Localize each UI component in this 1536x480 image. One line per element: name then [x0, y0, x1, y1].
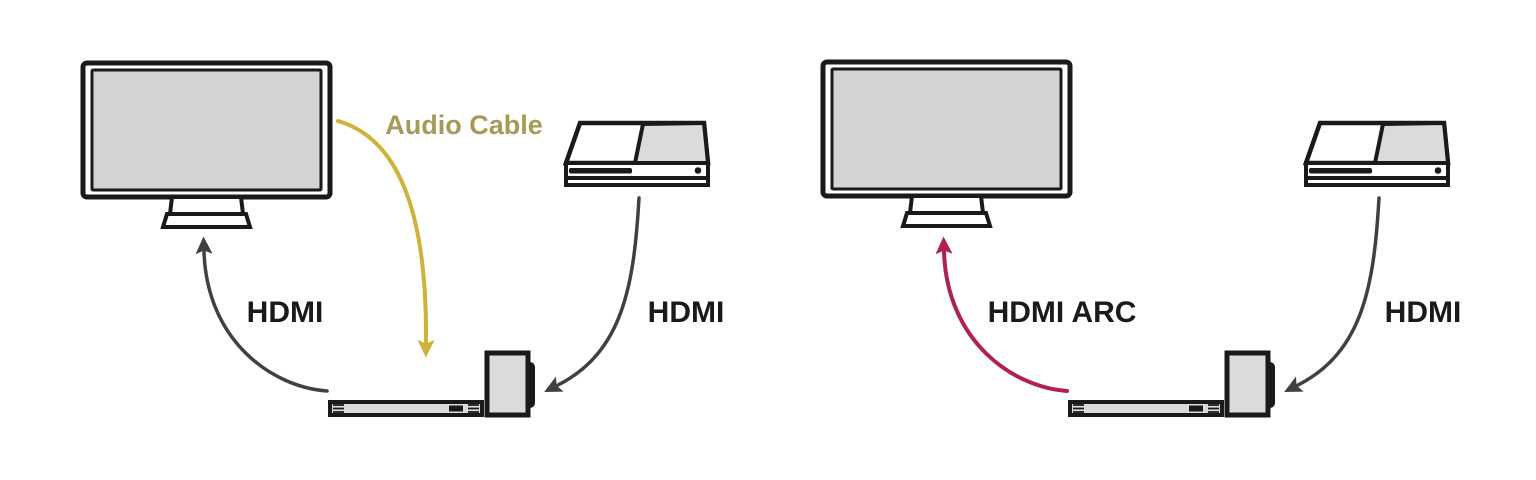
hdmi-label-player-left: HDMI	[648, 296, 725, 329]
hdmi-label-tv-left: HDMI	[247, 296, 324, 329]
hdmi-player-to-soundbar-arrow	[544, 196, 641, 393]
hdmi-soundbar-to-tv-arrow	[195, 236, 329, 393]
hdmi-label-player-right: HDMI	[1385, 296, 1462, 329]
audio-cable-arrow	[336, 119, 435, 358]
hdmi-arc-label: HDMI ARC	[988, 296, 1137, 329]
media-player-icon	[1306, 123, 1448, 185]
hdmi-player-to-soundbar-arrow	[1284, 196, 1381, 393]
media-player-icon	[566, 123, 708, 185]
audio-cable-setup: Audio Cable HDMI HDMI	[83, 63, 724, 415]
hdmi-arc-setup: HDMI ARC HDMI	[823, 62, 1461, 415]
hdmi-arc-soundbar-to-tv-arrow	[935, 236, 1069, 393]
audio-cable-label: Audio Cable	[385, 110, 543, 140]
